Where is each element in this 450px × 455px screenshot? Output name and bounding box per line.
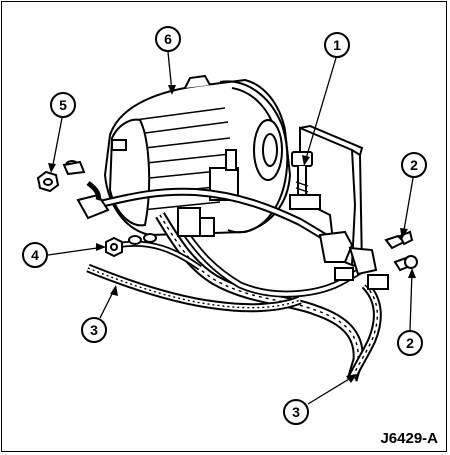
callout-2a-label: 2 [410, 157, 418, 173]
bolt-2-lower [393, 255, 418, 272]
wiring-harness [76, 180, 382, 382]
callout-5: 5 [50, 92, 76, 118]
connector-block [177, 207, 389, 290]
leader-arrowheads [48, 85, 416, 383]
callout-1: 1 [324, 32, 350, 58]
callout-3b: 3 [283, 399, 309, 425]
figure-id: J6429-A [380, 430, 438, 447]
nut-5 [36, 160, 86, 193]
callout-5-label: 5 [59, 97, 67, 113]
bolt-2-upper [384, 230, 414, 250]
callout-3b-label: 3 [292, 404, 300, 420]
nut-4 [105, 233, 157, 258]
callout-4: 4 [22, 242, 48, 268]
callout-3a-label: 3 [90, 322, 98, 338]
callout-6: 6 [155, 26, 181, 52]
callout-3a: 3 [81, 317, 107, 343]
callout-2b-label: 2 [406, 335, 414, 351]
callout-4-label: 4 [31, 247, 39, 263]
callout-6-label: 6 [164, 31, 172, 47]
callout-1-label: 1 [333, 37, 341, 53]
callout-2a: 2 [401, 152, 427, 178]
callout-2b: 2 [397, 330, 423, 356]
